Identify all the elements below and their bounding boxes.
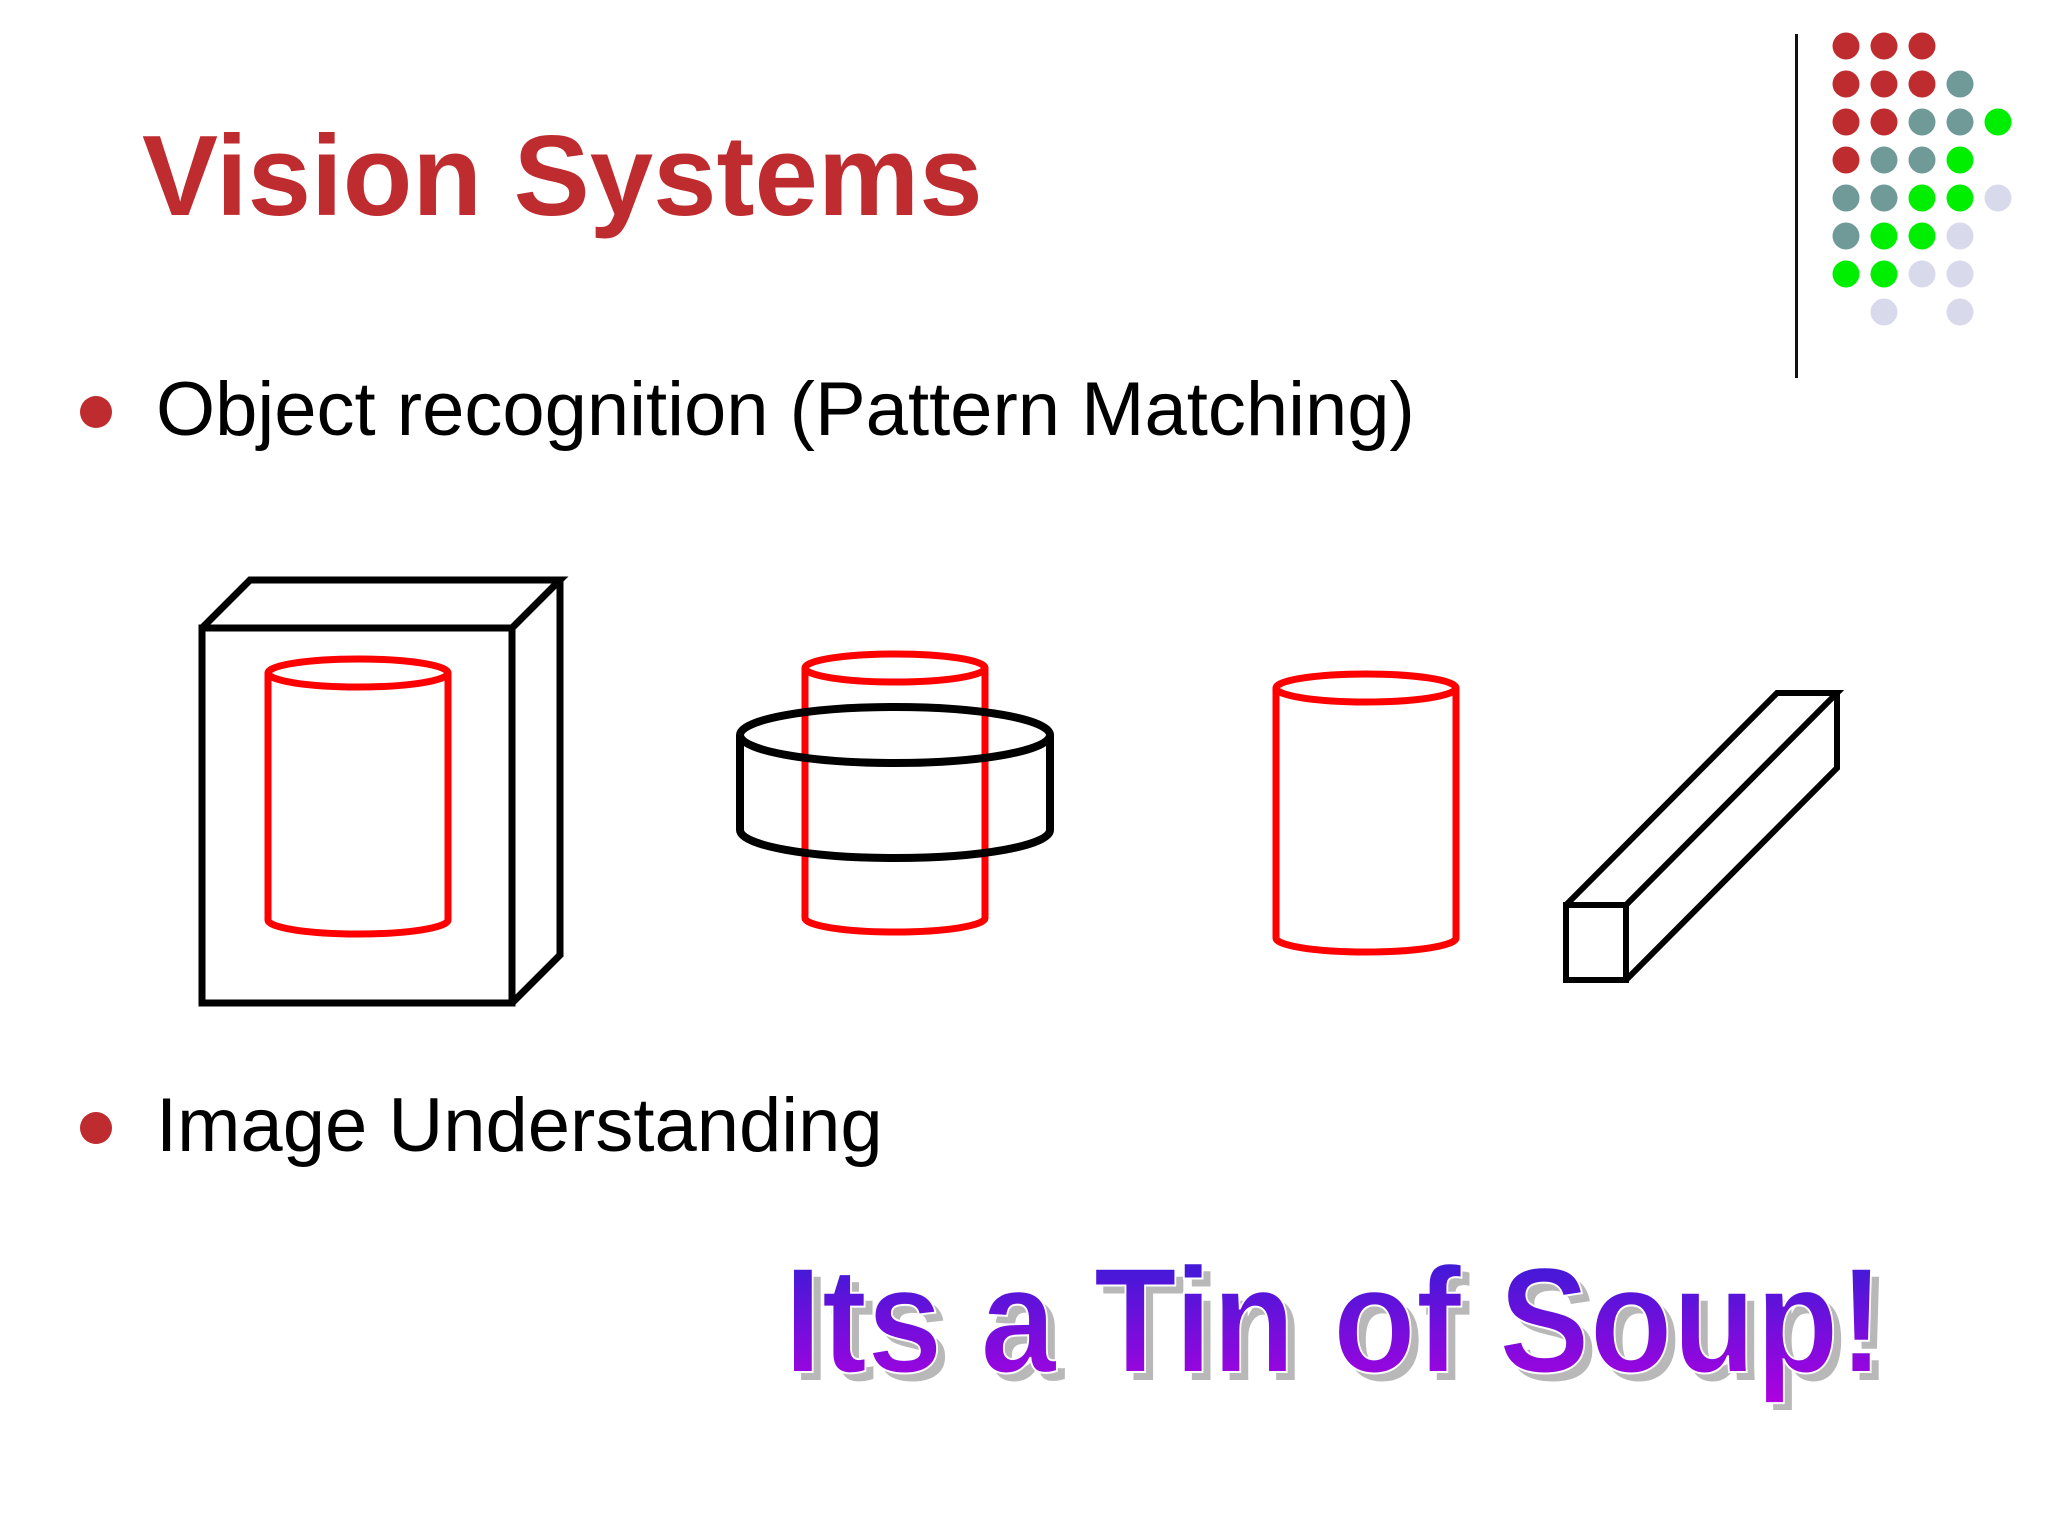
- bullet-item-object-recognition: Object recognition (Pattern Matching): [72, 362, 1572, 462]
- decorative-dot: [1870, 222, 1898, 250]
- decorative-dot: [1832, 260, 1860, 288]
- decorative-dot: [1946, 222, 1974, 250]
- box-shape: [198, 576, 569, 1007]
- decorative-dot: [1984, 108, 2012, 136]
- slide-title: Vision Systems: [142, 113, 983, 240]
- decorative-dot: [1908, 70, 1936, 98]
- bullet-item-image-understanding: Image Understanding: [72, 1078, 1572, 1178]
- cylinder-through-ring-shape: [801, 650, 989, 936]
- decorative-dot: [1832, 108, 1860, 136]
- decorative-dot: [1908, 146, 1936, 174]
- decorative-dot: [1946, 184, 1974, 212]
- bullet-text: Image Understanding: [156, 1083, 883, 1168]
- object-illustrations: [198, 576, 1845, 1007]
- decorative-dot: [1832, 146, 1860, 174]
- bullet-dot-icon: [80, 396, 112, 428]
- decorative-dot: [1832, 184, 1860, 212]
- decorative-dot: [1832, 70, 1860, 98]
- decorative-dot: [1870, 146, 1898, 174]
- bullet-dot-icon: [80, 1112, 112, 1144]
- decorative-dot: [1908, 108, 1936, 136]
- ring-with-cylinder-illustration: [736, 650, 1054, 936]
- box-with-cylinder-illustration: [198, 576, 569, 1007]
- caption-text: Its a Tin of Soup!: [784, 1236, 1884, 1404]
- decorative-dot: [1832, 32, 1860, 60]
- decorative-dot: [1870, 260, 1898, 288]
- decorative-dot: [1870, 298, 1898, 326]
- decorative-dot: [1908, 222, 1936, 250]
- decorative-dot: [1870, 70, 1898, 98]
- caption-wordart: Its a Tin of Soup! Its a Tin of Soup!: [783, 1235, 1892, 1410]
- caption-shadow-text: Its a Tin of Soup!: [792, 1244, 1892, 1410]
- ring-shape: [736, 703, 1054, 862]
- cylinder-in-box-shape: [264, 655, 452, 938]
- decorative-dot: [1946, 146, 1974, 174]
- bar-illustration: [1563, 690, 1845, 983]
- decorative-dot: [1946, 108, 1974, 136]
- decorative-dot: [1908, 260, 1936, 288]
- decorative-dot-grid: [1832, 32, 2012, 326]
- decorative-dot: [1946, 298, 1974, 326]
- decorative-dot: [1870, 108, 1898, 136]
- decorative-dot: [1946, 70, 1974, 98]
- decorative-dot: [1832, 222, 1860, 250]
- title-divider-line: [1795, 34, 1798, 378]
- decorative-dot: [1870, 32, 1898, 60]
- cylinder-illustration: [1272, 670, 1460, 956]
- decorative-dot: [1908, 184, 1936, 212]
- decorative-dot: [1946, 260, 1974, 288]
- decorative-dot: [1984, 184, 2012, 212]
- decorative-dot: [1908, 32, 1936, 60]
- decorative-dot: [1870, 184, 1898, 212]
- bullet-text: Object recognition (Pattern Matching): [156, 367, 1415, 452]
